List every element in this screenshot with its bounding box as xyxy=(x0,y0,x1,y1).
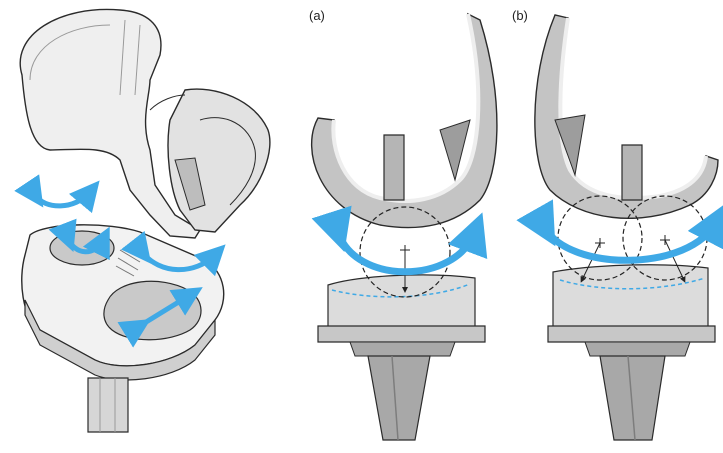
curved-double-arrow xyxy=(338,232,475,272)
curved-double-arrow xyxy=(545,222,716,260)
curved-double-arrow xyxy=(35,192,90,206)
panel-label-b: (b) xyxy=(512,8,528,23)
panel-label-a: (a) xyxy=(309,8,325,23)
panel-a xyxy=(312,14,497,440)
tibial-component xyxy=(22,225,224,432)
exploded-implant xyxy=(20,9,270,432)
panel-b xyxy=(535,15,718,440)
crosshair xyxy=(595,235,670,248)
